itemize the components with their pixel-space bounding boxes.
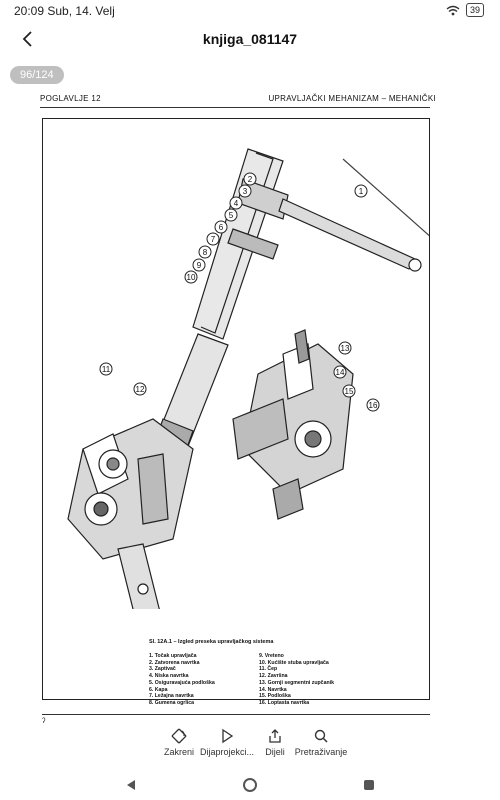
callout-14: 14 <box>333 365 347 379</box>
callout-15: 15 <box>342 384 356 398</box>
callout-12: 12 <box>133 382 147 396</box>
svg-text:13: 13 <box>341 344 350 353</box>
document-title: knjiga_081147 <box>202 31 298 47</box>
steering-mechanism-drawing: 1 2 3 4 5 6 7 8 9 10 11 12 13 14 15 16 <box>67 148 434 630</box>
search-label: Pretraživanje <box>294 747 348 757</box>
back-arrow-icon <box>22 31 32 47</box>
share-icon <box>269 729 281 743</box>
callout-11: 11 <box>99 362 113 376</box>
footer-mark: ʔ <box>42 718 46 725</box>
legend-item: 2. Zatvorena navrtka <box>149 659 200 666</box>
svg-text:4: 4 <box>234 199 239 208</box>
callout-13: 13 <box>338 341 352 355</box>
rotate-button[interactable]: Zakreni <box>144 728 214 757</box>
callout-2: 2 <box>243 172 257 186</box>
callout-16: 16 <box>366 398 380 412</box>
footer-rule <box>42 714 430 715</box>
svg-text:2: 2 <box>248 175 253 184</box>
bottom-toolbar: Zakreni Dijaprojekci... Dijeli Pretraživ… <box>0 728 500 768</box>
legend-item: 4. Niska navrtka <box>149 673 189 680</box>
battery-icon: 39 <box>465 3 484 17</box>
rotate-label: Zakreni <box>163 747 194 757</box>
legend-item: 14. Navrtka <box>259 686 287 693</box>
chapter-label: POGLAVLJE 12 <box>40 94 101 103</box>
status-bar: 20:09 Sub, 14. Velj 39 <box>0 0 500 22</box>
svg-text:14: 14 <box>336 368 345 377</box>
svg-text:16: 16 <box>369 401 378 410</box>
svg-text:1: 1 <box>359 187 364 196</box>
clock: 20:09 <box>14 4 45 18</box>
callout-6: 6 <box>214 220 228 234</box>
home-circle-icon <box>243 778 257 792</box>
legend-item: 6. Kapa <box>149 686 168 693</box>
legend-column-right: 9. Vreteno 10. Kućište stuba upravljača … <box>259 653 409 707</box>
legend-item: 16. Loptasta navrtka <box>259 699 310 706</box>
app-header: knjiga_081147 <box>0 22 500 58</box>
svg-text:5: 5 <box>229 211 234 220</box>
legend-item: 1. Točak upravljača <box>149 653 197 659</box>
play-icon <box>222 728 234 744</box>
system-nav-bar <box>0 770 500 800</box>
callout-8: 8 <box>198 245 212 259</box>
recents-icon <box>364 780 374 790</box>
legend-item: 5. Osiguravajuća podloška <box>149 679 215 686</box>
status-time: 20:09 Sub, 14. Velj <box>14 4 115 18</box>
svg-text:8: 8 <box>203 248 208 257</box>
section-label: UPRAVLJAČKI MEHANIZAM – MEHANIČKI <box>268 94 436 103</box>
document-page[interactable]: POGLAVLJE 12 UPRAVLJAČKI MEHANIZAM – MEH… <box>32 92 436 725</box>
nav-recents-button[interactable] <box>356 772 382 798</box>
slideshow-button[interactable]: Dijaprojekci... <box>192 728 262 757</box>
svg-text:10: 10 <box>187 273 196 282</box>
triangle-back-icon <box>127 780 135 790</box>
svg-text:11: 11 <box>102 365 111 374</box>
page-indicator: 96/124 <box>10 66 64 84</box>
figure-caption: Sl. 12A.1 – Izgled preseka upravljačkog … <box>149 639 274 645</box>
search-button[interactable]: Pretraživanje <box>286 728 356 757</box>
callout-3: 3 <box>238 184 252 198</box>
legend-item: 12. Završna <box>259 673 288 680</box>
legend-item: 7. Ležajna navrtka <box>149 693 194 700</box>
rotate-icon <box>171 728 187 744</box>
legend-item: 15. Podloška <box>259 693 291 700</box>
legend-item: 3. Zaptivač <box>149 666 176 673</box>
callout-4: 4 <box>229 196 243 210</box>
share-label: Dijeli <box>265 747 285 757</box>
legend-item: 10. Kućište stuba upravljača <box>259 659 329 666</box>
legend-item: 8. Gumena ogrlica <box>149 699 194 706</box>
nav-home-button[interactable] <box>237 772 263 798</box>
legend-item: 9. Vreteno <box>259 653 284 659</box>
svg-text:6: 6 <box>219 223 224 232</box>
callout-10: 10 <box>184 270 198 284</box>
nav-back-button[interactable] <box>118 772 144 798</box>
callout-9: 9 <box>192 258 206 272</box>
svg-text:12: 12 <box>136 385 145 394</box>
search-icon <box>314 729 328 743</box>
share-button[interactable]: Dijeli <box>240 728 310 757</box>
callout-7: 7 <box>206 232 220 246</box>
wifi-icon <box>446 5 460 15</box>
svg-text:9: 9 <box>197 261 202 270</box>
legend-item: 13. Gornji segmentni zupčanik <box>259 679 334 686</box>
figure-frame: 1 2 3 4 5 6 7 8 9 10 11 12 13 14 15 16 S… <box>42 118 434 706</box>
svg-text:7: 7 <box>211 235 216 244</box>
date: Sub, 14. Velj <box>47 4 115 18</box>
back-button[interactable] <box>14 26 40 52</box>
status-icons: 39 <box>446 3 484 17</box>
header-rule <box>40 107 430 108</box>
legend-column-left: 1. Točak upravljača 2. Zatvorena navrtka… <box>149 653 259 707</box>
slideshow-label: Dijaprojekci... <box>199 747 255 757</box>
svg-text:3: 3 <box>243 187 248 196</box>
callout-5: 5 <box>224 208 238 222</box>
legend-item: 11. Čep <box>259 666 278 673</box>
callout-1: 1 <box>354 184 368 198</box>
svg-text:15: 15 <box>345 387 354 396</box>
